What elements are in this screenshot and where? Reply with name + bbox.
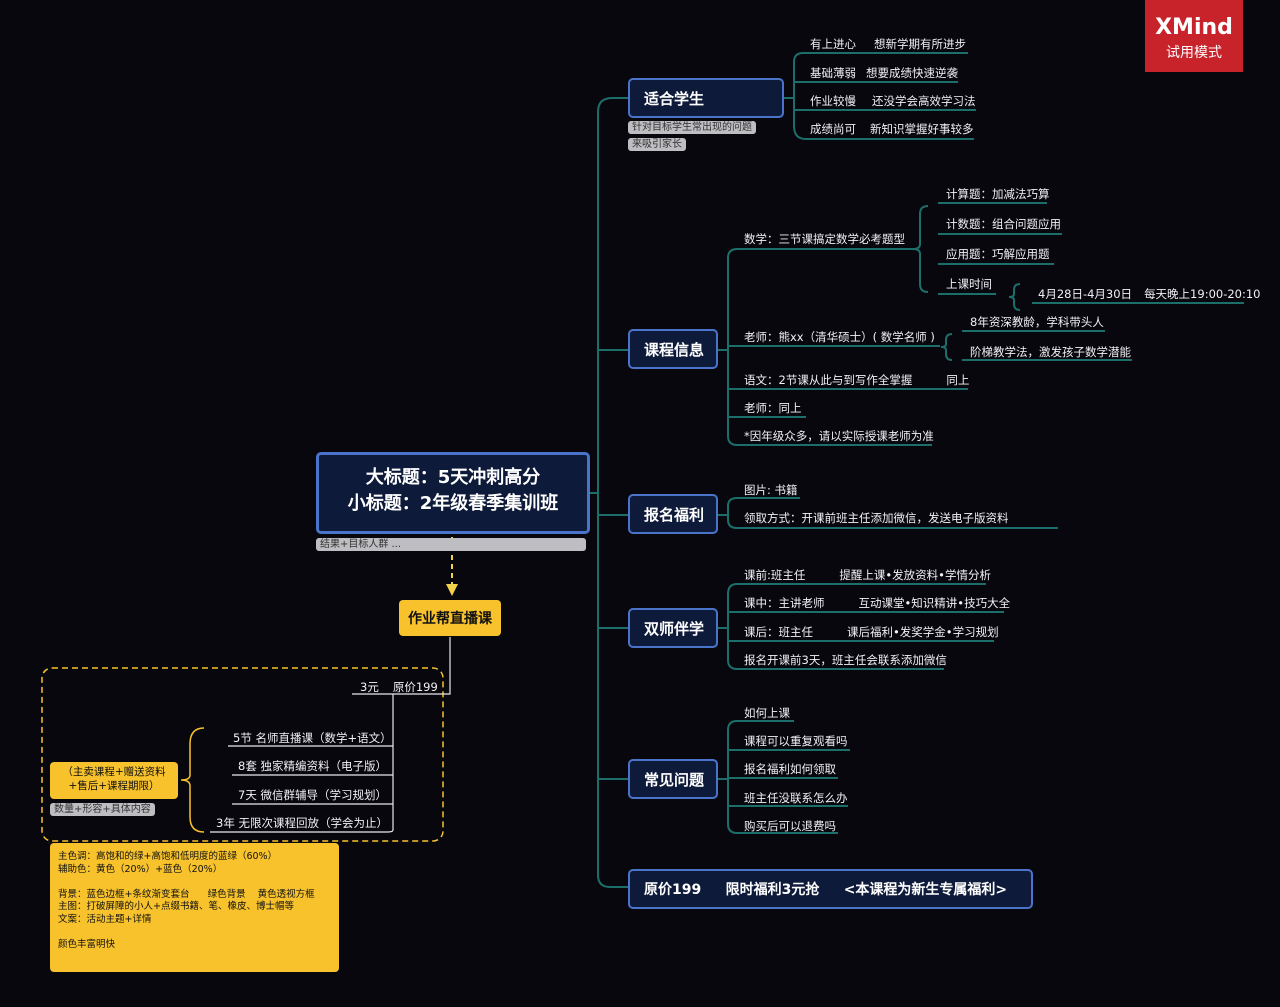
design-note-line: 主图：打破屏障的小人+点缀书籍、笔、橡皮、博士帽等 [58, 901, 294, 912]
topic-course[interactable]: 课程信息 [628, 329, 718, 369]
central-subtitle: 小标题：2年级春季集训班 [347, 493, 559, 514]
design-note-line: 主色调：高饱和的绿+高饱和低明度的蓝绿（60%） [58, 851, 278, 862]
design-note-line [58, 926, 331, 939]
live-summary-note: 数量+形容+具体内容 [50, 803, 155, 816]
course-grade-note: *因年级众多，请以实际授课老师为准 [744, 429, 934, 443]
live-summary-topic[interactable]: （主卖课程+赠送资料+售后+课程期限） [50, 762, 178, 799]
topic-dual-label: 双师伴学 [644, 619, 705, 638]
live-course-label: 作业帮直播课 [408, 611, 492, 627]
teacher-item: 阶梯教学法，激发孩子数学潜能 [970, 345, 1131, 359]
dual-item: 课后：班主任课后福利•发奖学金•学习规划 [744, 625, 999, 639]
math-item: 应用题：巧解应用题 [946, 247, 1050, 261]
students-note-2: 来吸引家长 [628, 138, 686, 151]
welfare-item: 图片: 书籍 [744, 483, 798, 497]
faq-item: 班主任没联系怎么办 [744, 791, 848, 805]
xmind-brand: XMind [1155, 15, 1233, 40]
dual-item: 课前:班主任提醒上课•发放资料•学情分析 [744, 568, 991, 582]
central-topic[interactable]: 大标题：5天冲刺高分 小标题：2年级春季集训班 [316, 452, 590, 534]
course-chinese: 语文：2节课从此与到写作全掌握同上 [744, 373, 970, 387]
live-item: 5节 名师直播课（数学+语文） [233, 731, 392, 745]
faq-item: 购买后可以退费吗 [744, 819, 836, 833]
faq-item: 课程可以重复观看吗 [744, 734, 848, 748]
topic-dual-teacher[interactable]: 双师伴学 [628, 608, 718, 648]
course-math: 数学：三节课搞定数学必考题型 [744, 232, 905, 246]
live-summary-label: （主卖课程+赠送资料+售后+课程期限） [62, 766, 166, 792]
design-note-line [58, 876, 331, 889]
course-teacher: 老师：熊xx（清华硕士）( 数学名师 ) [744, 330, 935, 344]
topic-welfare[interactable]: 报名福利 [628, 494, 718, 534]
faq-item: 报名福利如何领取 [744, 762, 836, 776]
dual-item: 课中：主讲老师互动课堂•知识精讲•技巧大全 [744, 596, 1011, 610]
design-note-line: 文案：活动主题+详情 [58, 913, 152, 925]
xmind-mode: 试用模式 [1166, 45, 1222, 61]
topic-students[interactable]: 适合学生 [628, 78, 784, 118]
students-note-1: 针对目标学生常出现的问题 [628, 121, 756, 134]
central-title: 大标题：5天冲刺高分 [365, 467, 541, 488]
live-price: 3元原价199 [360, 680, 438, 694]
students-item: 有上进心想新学期有所进步 [810, 37, 966, 51]
math-item: 计数题：组合问题应用 [946, 217, 1061, 231]
faq-item: 如何上课 [744, 706, 790, 720]
students-item: 作业较慢还没学会高效学习法 [810, 94, 976, 108]
design-note-box: 主色调：高饱和的绿+高饱和低明度的蓝绿（60%） 辅助色：黄色（20%）+蓝色（… [50, 843, 339, 972]
topic-students-label: 适合学生 [644, 89, 705, 108]
teacher-item: 8年资深教龄，学科带头人 [970, 315, 1104, 329]
students-item: 基础薄弱想要成绩快速逆袭 [810, 66, 958, 80]
live-item: 7天 微信群辅导（学习规划） [238, 788, 387, 802]
xmind-watermark: XMind 试用模式 [1145, 0, 1243, 72]
live-course-topic[interactable]: 作业帮直播课 [399, 600, 501, 636]
topic-faq[interactable]: 常见问题 [628, 759, 718, 799]
topic-price[interactable]: 原价199 限时福利3元抢 <本课程为新生专属福利> [628, 869, 1033, 909]
course-teacher-2: 老师：同上 [744, 401, 802, 415]
live-item: 3年 无限次课程回放（学会为止） [216, 816, 388, 830]
design-note-line: 辅助色：黄色（20%）+蓝色（20%） [58, 863, 223, 875]
topic-course-label: 课程信息 [644, 340, 705, 359]
central-note: 结果+目标人群 ... [316, 538, 586, 551]
course-time-value: 4月28日-4月30日每天晚上19:00-20:10 [1038, 287, 1261, 301]
live-item: 8套 独家精编资料（电子版） [238, 759, 387, 773]
math-item: 计算题：加减法巧算 [946, 187, 1050, 201]
topic-price-label: 原价199 限时福利3元抢 <本课程为新生专属福利> [644, 882, 1008, 898]
dual-item: 报名开课前3天，班主任会联系添加微信 [744, 653, 947, 667]
design-note-line: 背景：蓝色边框+条纹渐变套台 绿色背景 黄色透视方框 [58, 888, 315, 900]
design-note-line: 颜色丰富明快 [58, 938, 116, 950]
welfare-item: 领取方式：开课前班主任添加微信，发送电子版资料 [744, 511, 1009, 525]
course-time-label: 上课时间 [946, 277, 992, 291]
students-item: 成绩尚可新知识掌握好事较多 [810, 122, 974, 136]
topic-faq-label: 常见问题 [644, 770, 705, 789]
topic-welfare-label: 报名福利 [644, 505, 705, 524]
